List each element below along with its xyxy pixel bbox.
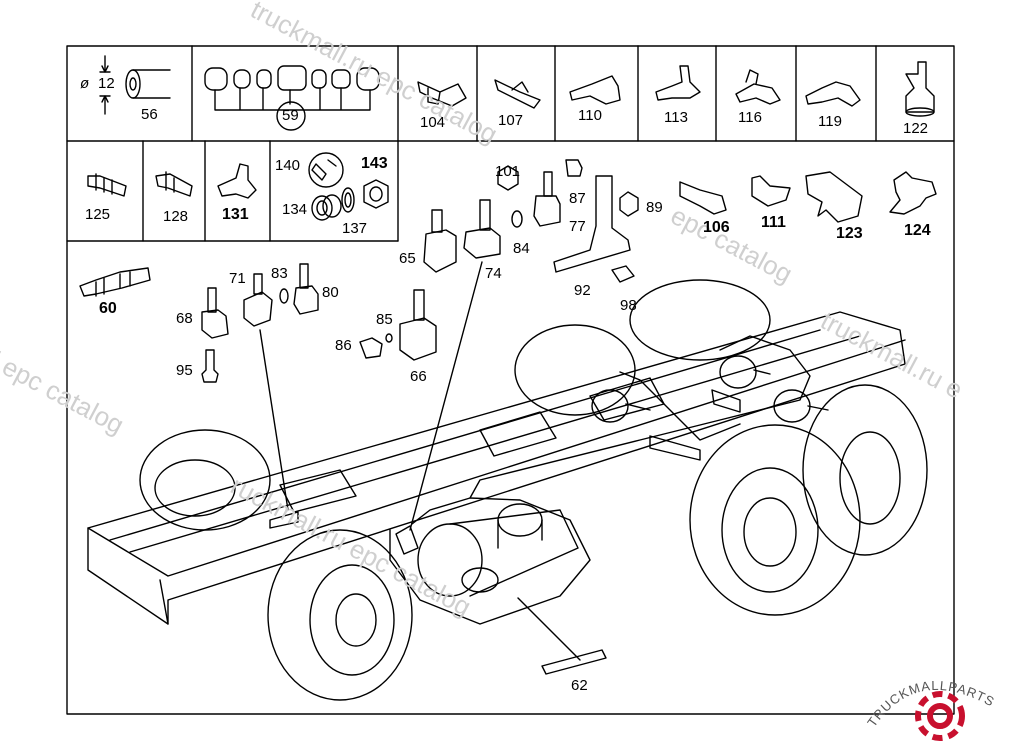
callout-68: 68: [176, 310, 193, 327]
callout-143: 143: [361, 155, 388, 172]
callout-113: 113: [664, 109, 688, 126]
seal-rings-134: [311, 194, 342, 221]
front-wheel-right: [267, 529, 413, 701]
callout-66: 66: [410, 368, 427, 385]
callout-89: 89: [646, 199, 663, 216]
callout-111: 111: [761, 214, 786, 231]
front-wheel-left: [139, 429, 271, 531]
fitting-74: [463, 199, 501, 259]
callout-85: 85: [376, 311, 393, 328]
callout-71: 71: [229, 270, 246, 287]
bolt-98: [611, 265, 635, 283]
callout-107: 107: [498, 112, 524, 129]
callout-116: 116: [738, 109, 762, 126]
callout-122: 122: [903, 120, 929, 137]
fitting-111: [751, 175, 791, 207]
brake-chamber-3: [773, 389, 829, 423]
nut-101: [497, 165, 519, 191]
callout-74: 74: [485, 265, 502, 282]
truckmallparts-logo: TRUCKMALLPARTS: [862, 660, 1022, 748]
callout-140: 140: [275, 157, 301, 174]
fitting-66: [399, 289, 437, 361]
brake-chamber-2: [719, 355, 771, 389]
rear-wheel-1: [514, 324, 636, 416]
callout-87: 87: [569, 190, 586, 207]
fitting-124: [889, 171, 937, 215]
fitting-113: [655, 65, 701, 101]
callout-106: 106: [703, 219, 730, 236]
fitting-104: [417, 81, 467, 107]
nut-89: [619, 191, 639, 217]
fitting-116: [735, 69, 781, 105]
pin-62: [541, 649, 607, 675]
callout-98: 98: [620, 297, 637, 314]
fitting-60: [79, 267, 151, 297]
fitting-95: [201, 349, 219, 383]
callout-60: 60: [99, 300, 117, 317]
callout-59: 59: [282, 107, 299, 124]
washer-83: [279, 288, 289, 304]
nut-143: [363, 179, 389, 209]
callout-84: 84: [513, 240, 530, 257]
plug-86: [359, 337, 383, 359]
dimension-value: 12: [98, 75, 115, 92]
fitting-68: [201, 287, 229, 339]
fitting-107: [494, 79, 541, 109]
chassis-frame: [87, 311, 906, 625]
rear-wheel-3: [689, 424, 861, 616]
callout-62: 62: [571, 677, 588, 694]
brake-chamber-1: [591, 389, 651, 423]
fitting-106: [679, 181, 727, 215]
callout-104: 104: [420, 114, 446, 131]
washer-137: [341, 187, 355, 213]
callout-134: 134: [282, 201, 308, 218]
callout-95: 95: [176, 362, 193, 379]
dimension-symbol: ø: [80, 75, 90, 92]
callout-56: 56: [141, 106, 158, 123]
fitting-77: [533, 171, 561, 227]
callout-83: 83: [271, 265, 288, 282]
fitting-123: [805, 171, 863, 223]
callout-86: 86: [335, 337, 352, 354]
logo-gear-icon: TRUCKMALLPARTS: [864, 678, 996, 741]
rear-wheel-4: [802, 384, 928, 556]
callout-125: 125: [85, 206, 111, 223]
callout-92: 92: [574, 282, 591, 299]
fitting-110: [569, 75, 621, 105]
callout-124: 124: [904, 222, 931, 239]
wrench-icon-group: [308, 152, 344, 188]
callout-110: 110: [578, 107, 602, 124]
callout-128: 128: [163, 208, 189, 225]
fitting-119: [805, 81, 861, 107]
fitting-122: [905, 61, 935, 117]
callout-77: 77: [569, 218, 586, 235]
callout-101: 101: [495, 163, 521, 180]
callout-131: 131: [222, 206, 249, 223]
ring-set: [204, 65, 380, 91]
callout-137: 137: [342, 220, 368, 237]
diagram-frame: [66, 45, 955, 715]
callout-65: 65: [399, 250, 416, 267]
fitting-65: [423, 209, 457, 273]
fitting-80: [293, 263, 319, 315]
bracket-strip: [553, 175, 631, 273]
callout-80: 80: [322, 284, 339, 301]
bolt-87: [565, 159, 583, 177]
fitting-71: [243, 273, 273, 327]
rear-wheel-2: [629, 279, 771, 361]
fitting-131: [217, 163, 257, 199]
callout-119: 119: [818, 113, 842, 130]
fitting-125: [87, 173, 127, 197]
fitting-128: [155, 171, 193, 197]
callout-123: 123: [836, 225, 863, 242]
air-tanks: [417, 503, 579, 597]
washer-84: [511, 210, 523, 228]
